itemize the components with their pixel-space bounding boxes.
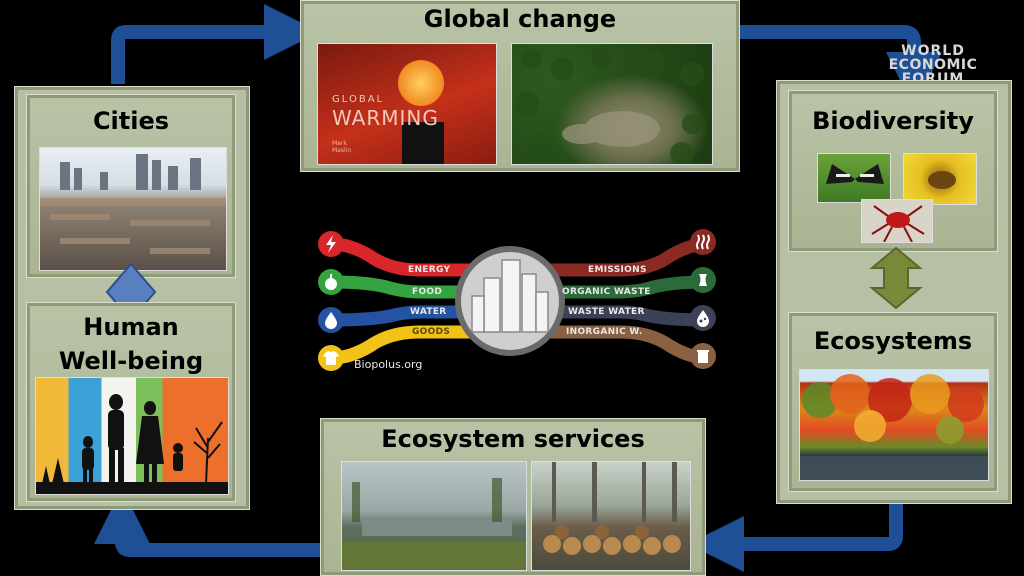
heat-waves-icon xyxy=(690,229,716,255)
biodiversity-ecosystems-double-arrow xyxy=(869,246,923,310)
city-hub-buildings xyxy=(471,259,549,333)
city-skyline-shapes xyxy=(40,154,226,254)
arrow-global-to-biodiversity xyxy=(740,25,942,108)
waste-water-label: WASTE WATER xyxy=(568,307,645,317)
biodiversity-title: Biodiversity xyxy=(812,107,974,135)
wetland-shapes xyxy=(342,478,526,570)
global-change-title: Global change xyxy=(423,5,617,33)
water-label: WATER xyxy=(410,307,447,317)
misty-wetland-image xyxy=(341,461,527,571)
ecosystems-panel: Ecosystems xyxy=(788,312,998,492)
apple-core-icon xyxy=(690,267,716,293)
global-change-panel: Global change GLOBAL WARMING Mark Maslin xyxy=(300,0,740,172)
energy-label: ENERGY xyxy=(408,265,451,275)
food-label: FOOD xyxy=(412,287,443,297)
logs-image xyxy=(531,461,691,571)
butterfly-shape xyxy=(826,164,884,184)
family-silhouette-shapes xyxy=(36,394,228,494)
tshirt-icon xyxy=(318,345,344,371)
tick-shape xyxy=(871,205,925,242)
human-wellbeing-panel: Human Well-being xyxy=(26,302,236,502)
bee-shape xyxy=(928,171,956,189)
autumn-forest-image xyxy=(799,369,989,481)
waste-drop-icon xyxy=(690,305,716,331)
logo-line2: ECONOMIC xyxy=(888,57,978,73)
bee-on-flower-image xyxy=(903,153,977,205)
ecosystem-services-title: Ecosystem services xyxy=(381,425,645,453)
arrow-ecosystems-to-services xyxy=(688,502,903,572)
ecosystems-title: Ecosystems xyxy=(813,327,973,355)
biopolus-credit: Biopolus.org xyxy=(354,358,423,371)
organic-waste-label: ORGANIC WASTE xyxy=(562,287,651,297)
city-skyline-image xyxy=(39,147,227,271)
organic-waste-flow-band xyxy=(540,275,709,299)
book-title-line2: WARMING xyxy=(332,106,439,130)
book-title-line1: GLOBAL xyxy=(332,94,385,105)
water-drop-icon xyxy=(318,307,344,333)
arrow-cities-to-global xyxy=(111,4,320,84)
global-warming-book-image: GLOBAL WARMING Mark Maslin xyxy=(317,43,497,165)
family-silhouette-image xyxy=(35,377,229,495)
butterfly-image xyxy=(817,153,891,203)
tick-image xyxy=(861,199,933,243)
autumn-trees-shapes xyxy=(800,374,988,480)
human-wellbeing-title-line2: Well-being xyxy=(58,347,204,375)
ecosystem-services-panel: Ecosystem services xyxy=(320,418,706,576)
logs-shapes xyxy=(543,462,681,555)
cities-title: Cities xyxy=(92,107,170,135)
emissions-label: EMISSIONS xyxy=(588,265,647,275)
human-wellbeing-title-line1: Human xyxy=(83,313,179,341)
trash-can-icon xyxy=(690,343,716,369)
water-flow-band xyxy=(331,305,500,327)
sun-shape xyxy=(398,60,444,106)
goods-label: GOODS xyxy=(412,327,451,337)
biodiversity-panel: Biodiversity xyxy=(788,90,998,252)
arrow-services-to-wellbeing xyxy=(94,488,320,557)
deforestation-aerial-image xyxy=(511,43,713,165)
waste-water-flow-band xyxy=(540,305,709,327)
lightning-icon xyxy=(318,231,344,257)
apple-icon xyxy=(318,269,344,295)
city-metabolism-flows xyxy=(331,237,709,365)
food-flow-band xyxy=(331,275,500,299)
chimney-shape xyxy=(402,122,444,164)
logo-line1: WORLD xyxy=(901,43,965,59)
book-author: Mark Maslin xyxy=(332,140,352,154)
inorganic-label: INORGANIC W. xyxy=(566,327,643,337)
forest-texture xyxy=(515,45,704,164)
cities-panel: Cities xyxy=(26,94,236,278)
